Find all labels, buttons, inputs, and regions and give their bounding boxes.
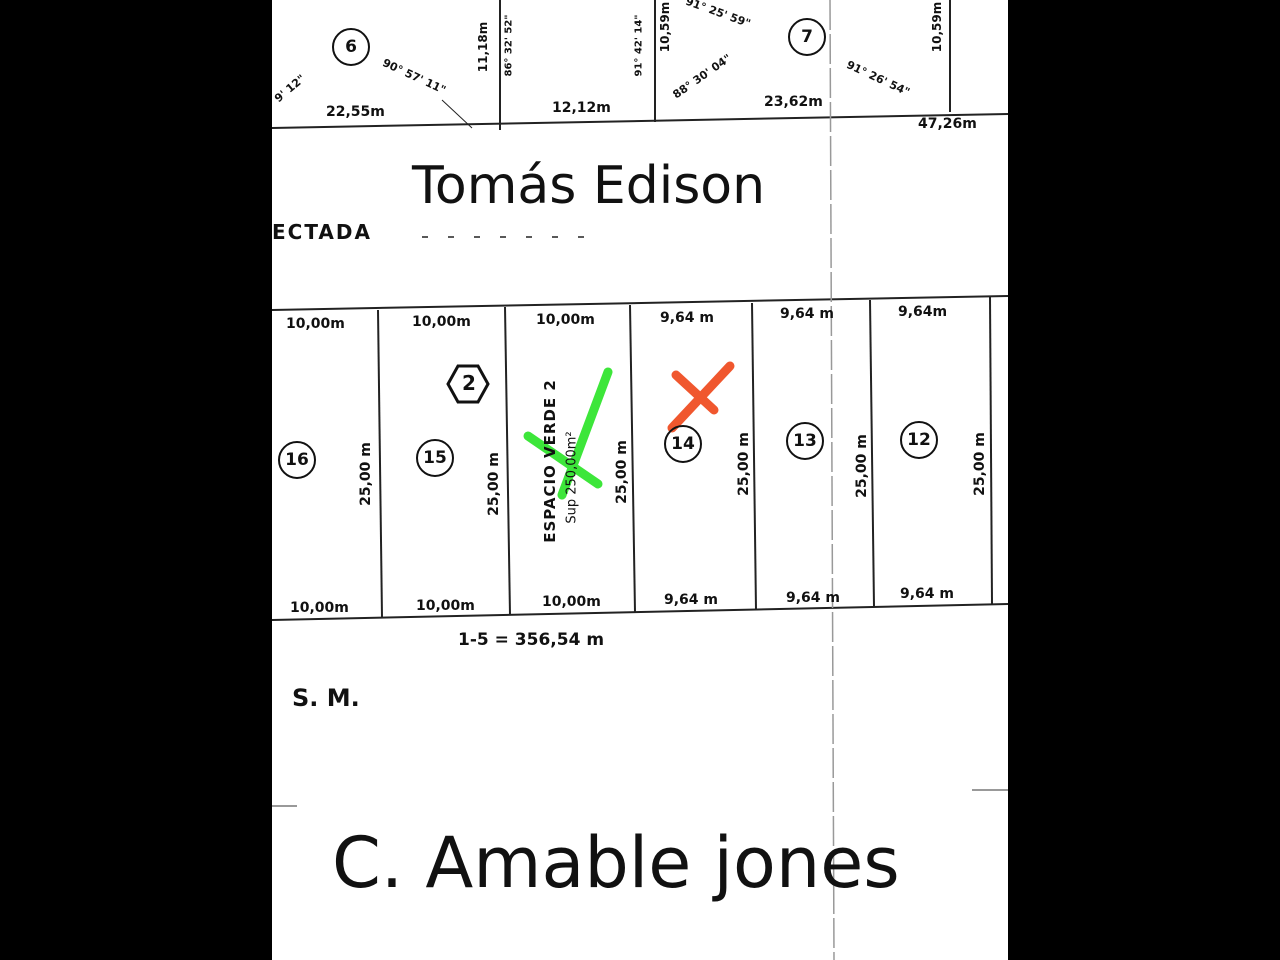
- lots-front-line: [272, 295, 1008, 311]
- green-space-area: Sup 250,00m²: [564, 431, 580, 524]
- lot-13-depth: 25,00 m: [853, 434, 870, 498]
- street-name-south: C. Amable jones: [332, 822, 900, 904]
- lot-15-back: 10,00m: [416, 598, 475, 614]
- lot-15-front: 10,00m: [412, 314, 471, 330]
- block-number: 2: [462, 371, 476, 395]
- lot-15-depth: 25,00 m: [485, 452, 502, 516]
- lots-back-line: [272, 603, 1008, 621]
- lot-7-number: 7: [788, 18, 826, 56]
- lot-15-number: 15: [416, 439, 454, 477]
- green-space-depth: 25,00 m: [613, 440, 630, 504]
- lot-16-front: 10,00m: [286, 316, 345, 332]
- lot-14-depth: 25,00 m: [735, 432, 752, 496]
- plat-lines: [272, 0, 1008, 960]
- top-street-line: [272, 113, 1008, 129]
- total-frontage: 1-5 = 356,54 m: [458, 630, 605, 650]
- plat-map: 6 7 22,55m 12,12m 23,62m 47,26m 11,18m 1…: [272, 0, 1008, 960]
- lot-14-back: 9,64 m: [664, 592, 719, 608]
- lot-14-number: 14: [664, 425, 702, 463]
- green-space-label: ESPACIO VERDE 2: [540, 379, 559, 543]
- lot-16-number: 16: [278, 441, 316, 479]
- measure: 22,55m: [326, 104, 385, 120]
- lot-14-front: 9,64 m: [660, 310, 715, 326]
- lot-12-back: 9,64 m: [900, 586, 955, 602]
- measure: 23,62m: [764, 94, 823, 110]
- sm-label: S. M.: [292, 684, 360, 712]
- lot-16-back: 10,00m: [290, 600, 349, 616]
- lot-6-number: 6: [332, 28, 370, 66]
- lot-12-depth: 25,00 m: [971, 432, 988, 496]
- lot-13-front: 9,64 m: [780, 306, 835, 322]
- lot-13-back: 9,64 m: [786, 590, 841, 606]
- green-space-front: 10,00m: [536, 312, 595, 328]
- measure: 10,59m: [930, 1, 945, 53]
- lot-13-number: 13: [786, 422, 824, 460]
- street-name-north: Tomás Edison: [412, 156, 766, 216]
- measure: 12,12m: [552, 100, 611, 116]
- lot-12-front: 9,64m: [898, 304, 948, 320]
- lot-12-number: 12: [900, 421, 938, 459]
- projected-label: ECTADA: [272, 220, 372, 244]
- green-check-mark: [523, 367, 613, 500]
- angle: 91° 42' 14": [633, 14, 645, 77]
- measure: 11,18m: [476, 21, 491, 73]
- red-x-mark: [667, 361, 735, 433]
- green-space-back: 10,00m: [542, 594, 601, 610]
- measure: 47,26m: [918, 116, 977, 132]
- lot-16-depth: 25,00 m: [357, 442, 374, 506]
- measure: 10,59m: [658, 1, 673, 53]
- angle: 86° 32' 52": [503, 14, 515, 77]
- block-hexagon: [446, 364, 490, 404]
